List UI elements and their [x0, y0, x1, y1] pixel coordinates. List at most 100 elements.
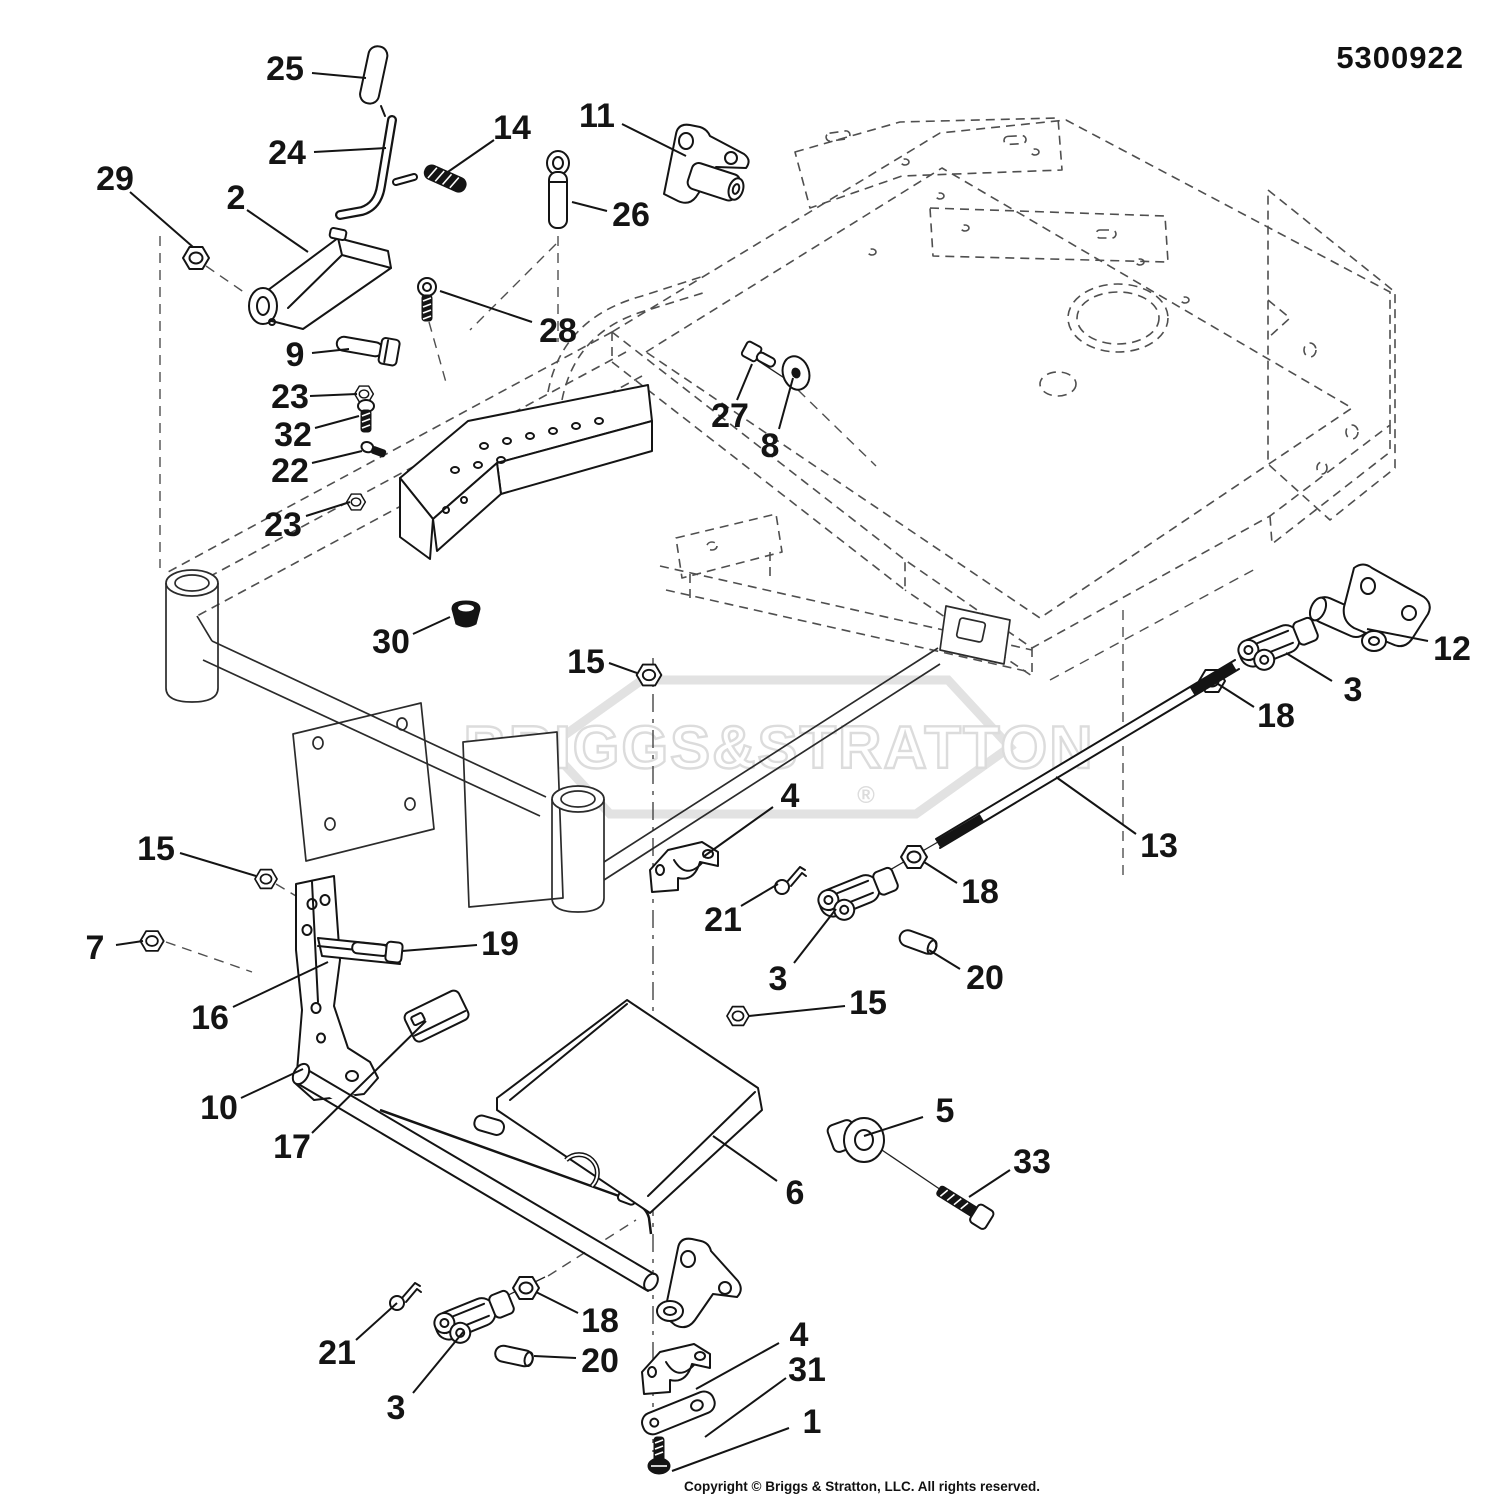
callout-33: 33	[1013, 1143, 1051, 1181]
leader-line-16	[232, 961, 329, 1008]
watermark-registered-icon: ®	[857, 782, 875, 809]
copyright-text: Copyright © Briggs & Stratton, LLC. All …	[684, 1479, 1040, 1494]
leader-line-2	[246, 209, 309, 253]
callout-30: 30	[372, 623, 410, 661]
cross-shaft	[291, 1062, 660, 1292]
shoulder-screw-28	[417, 277, 437, 322]
grip-pin-25	[359, 45, 389, 117]
callout-4: 4	[781, 777, 800, 815]
leader-line-30	[412, 616, 451, 635]
leader-line-6	[712, 1135, 778, 1182]
leader-line-18	[923, 861, 958, 884]
bracket-holes	[442, 417, 604, 514]
briggs-stratton-watermark: BRIGGS&STRATTON ®	[462, 675, 1094, 819]
leader-line-21	[740, 883, 779, 907]
anti-scalp-plate-6	[473, 999, 763, 1214]
leader-line-19	[401, 944, 478, 952]
callout-18: 18	[581, 1302, 619, 1340]
leader-line-31	[704, 1377, 787, 1438]
leader-line-15	[608, 662, 638, 674]
nut-15-left	[254, 868, 278, 890]
leader-line-12	[1366, 628, 1429, 642]
frame-front-section	[165, 569, 1011, 913]
callout-15: 15	[567, 643, 605, 681]
idler-bracket-11	[663, 123, 750, 204]
callout-18: 18	[1257, 697, 1295, 735]
leader-line-21	[355, 1302, 398, 1341]
leader-line-3	[793, 908, 837, 964]
nut-7	[139, 930, 165, 952]
leader-line-14	[441, 139, 495, 177]
callout-9: 9	[286, 336, 305, 374]
leader-line-33	[968, 1169, 1011, 1198]
screw-22	[360, 441, 387, 458]
leader-line-32	[314, 415, 360, 429]
callout-29: 29	[96, 160, 134, 198]
leader-line-13	[1055, 776, 1137, 835]
clevis-pin-20-bottom	[492, 1343, 536, 1369]
shaft-bracket-bottom	[656, 1237, 742, 1329]
leader-line-23	[309, 393, 358, 397]
callout-18: 18	[961, 873, 999, 911]
callout-21: 21	[704, 901, 742, 939]
callout-25: 25	[266, 50, 304, 88]
strap-31	[641, 1390, 716, 1436]
callout-22: 22	[271, 452, 309, 490]
leader-line-3	[1285, 652, 1333, 682]
callout-27: 27	[711, 397, 749, 435]
bolt-19	[351, 940, 404, 964]
mower-frame-phantom	[167, 117, 1396, 677]
drawing-number: 5300922	[1336, 40, 1464, 75]
callout-5: 5	[936, 1092, 955, 1130]
lift-rod-13	[935, 659, 1240, 849]
callout-3: 3	[387, 1389, 406, 1427]
callout-3: 3	[769, 960, 788, 998]
bolt-9	[335, 335, 401, 367]
callout-23: 23	[264, 506, 302, 544]
cotter-pin-21-mid	[774, 866, 807, 895]
callout-24: 24	[268, 134, 306, 172]
callout-23: 23	[271, 378, 309, 416]
parts	[139, 45, 1431, 1475]
callout-8: 8	[761, 427, 780, 465]
washer-8	[781, 355, 811, 391]
leader-line-4	[695, 1342, 780, 1390]
bolt-27	[740, 340, 777, 368]
callout-6: 6	[786, 1174, 805, 1212]
callout-11: 11	[579, 97, 615, 135]
callout-15: 15	[849, 984, 887, 1022]
leader-line-18	[535, 1291, 579, 1314]
callout-16: 16	[191, 999, 229, 1037]
nut-15-frame	[635, 663, 663, 687]
height-adjust-bracket	[399, 384, 653, 560]
leader-line-3	[412, 1330, 465, 1394]
callout-20: 20	[581, 1342, 619, 1380]
leader-line-17	[311, 1020, 427, 1134]
leader-line-9	[311, 348, 350, 354]
callout-7: 7	[86, 929, 105, 967]
spring-14	[423, 164, 467, 193]
leader-line-29	[129, 191, 194, 248]
bushing-5	[826, 1117, 885, 1163]
ring-pin-26	[546, 150, 570, 229]
callout-31: 31	[788, 1351, 826, 1389]
callout-21: 21	[318, 1334, 356, 1372]
arm-bracket-12	[1308, 563, 1431, 652]
pedal-pad-17	[403, 989, 470, 1043]
callout-17: 17	[273, 1128, 311, 1166]
leader-line-7	[115, 940, 144, 946]
leader-line-15	[748, 1005, 846, 1017]
lift-arm-2	[248, 227, 392, 330]
rod-clamp-4-upper	[649, 841, 719, 893]
callout-15: 15	[137, 830, 175, 868]
callout-1: 1	[803, 1403, 822, 1441]
leader-line-22	[311, 450, 363, 464]
callout-13: 13	[1140, 827, 1178, 865]
leader-line-18	[1217, 683, 1255, 708]
leader-line-24	[313, 147, 387, 153]
nut-29	[182, 246, 210, 270]
grommet-30	[451, 600, 481, 628]
